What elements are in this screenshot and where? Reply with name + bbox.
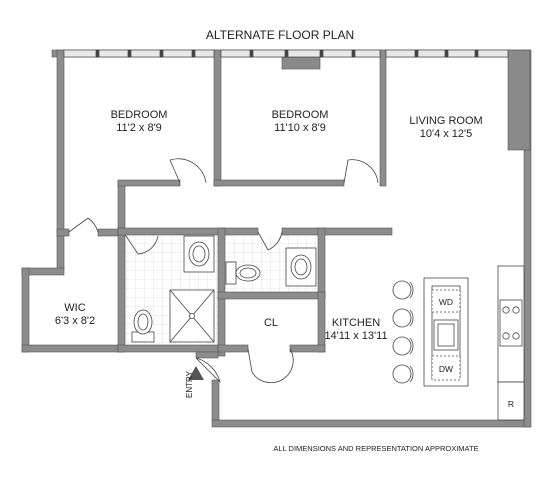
structural-column (507, 49, 531, 151)
washer-dryer-box (431, 289, 461, 313)
door-swings (68, 158, 379, 384)
closet-name: CL (264, 317, 278, 329)
bedroom-2-name: BEDROOM (272, 109, 329, 121)
kitchen-name: KITCHEN (332, 317, 380, 329)
refrigerator-label: R (508, 399, 514, 409)
windows (63, 49, 509, 58)
dishwasher-label: DW (439, 364, 453, 374)
disclaimer-text: ALL DIMENSIONS AND REPRESENTATION APPROX… (273, 444, 478, 453)
entry-label: ENTRY (185, 370, 194, 398)
plan-title: ALTERNATE FLOOR PLAN (206, 28, 354, 42)
wic-name: WIC (64, 302, 85, 314)
kitchen-counter (497, 265, 525, 421)
bedroom-1-dims: 11'2 x 8'9 (116, 122, 162, 134)
living-room-name: LIVING ROOM (409, 115, 482, 127)
cooktop (499, 299, 523, 347)
wic-dims: 6'3 x 8'2 (55, 315, 95, 327)
dishwasher-box (431, 355, 461, 381)
bath1-fixtures (131, 235, 215, 343)
refrigerator (497, 381, 525, 421)
washer-dryer-label: WD (439, 297, 453, 307)
window-bump (281, 56, 321, 70)
kitchen-island (423, 277, 469, 387)
bedroom-1-name: BEDROOM (111, 109, 168, 121)
bath2-fixtures (225, 247, 317, 287)
kitchen-dims: 14'11 x 13'11 (324, 330, 387, 342)
living-room-dims: 10'4 x 12'5 (420, 128, 473, 140)
bar-stools (392, 280, 414, 384)
entry-arrow-icon (188, 366, 204, 380)
bedroom-2-dims: 11'10 x 8'9 (274, 122, 326, 134)
